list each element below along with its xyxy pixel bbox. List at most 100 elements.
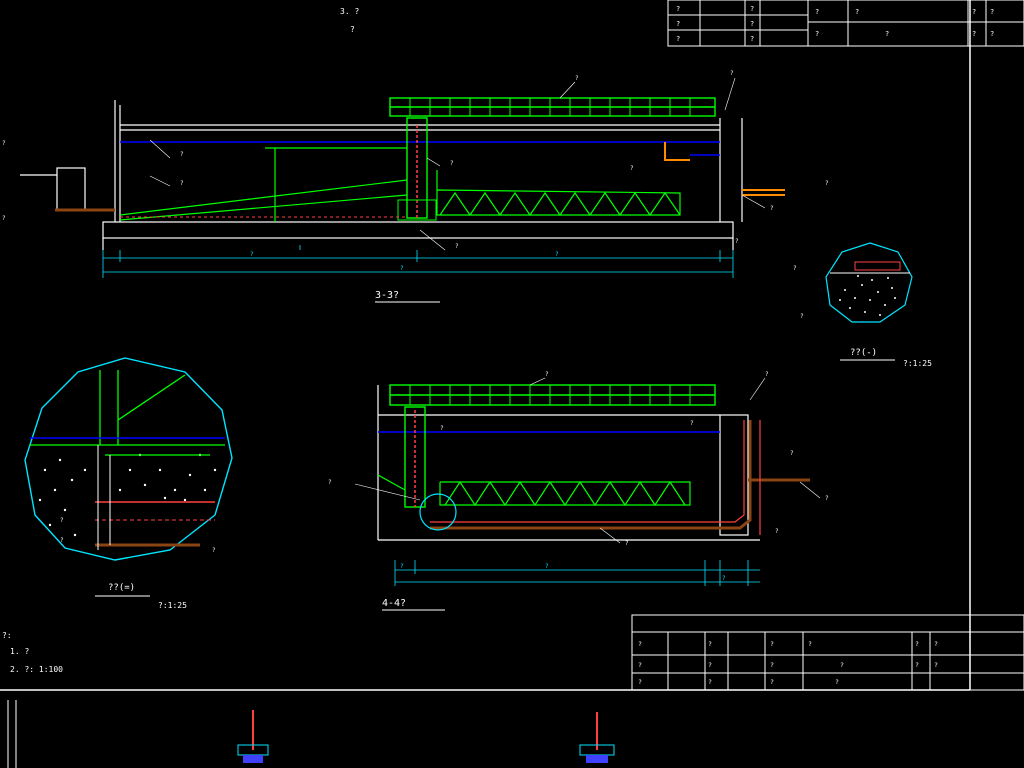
title-block-top-project-label: ? <box>815 8 819 16</box>
label-section_3-labels-11: ? <box>735 238 739 245</box>
label-section_4-dims-2: ? <box>722 575 726 582</box>
drawing-frame <box>0 0 971 768</box>
title-block-top-row1-label: ? <box>676 5 680 13</box>
label-section_4-labels-1: ? <box>765 371 769 378</box>
label-title_block_bottom-rows-1-0: ? <box>638 661 642 669</box>
label-detail_2-labels-2: ? <box>212 547 216 554</box>
bottom-note-1: 1. ? <box>10 647 29 656</box>
dim-3-right: ? <box>555 251 559 258</box>
label-title_block_bottom-rows-2-1: ? <box>708 678 712 686</box>
walkway-truss-4 <box>389 384 716 406</box>
leaders-3 <box>149 77 766 251</box>
tank-outline-4 <box>377 385 760 541</box>
scraper-arm-4 <box>377 474 691 507</box>
dim-3-total: ? <box>400 265 404 272</box>
title-block-top-drawing-name: ? <box>885 30 889 38</box>
title-block-bottom <box>631 614 1024 691</box>
label-section_4-dims-1: ? <box>545 563 549 570</box>
label-section_3-labels-6: ? <box>630 165 634 172</box>
label-section_4-labels-6: ? <box>625 540 629 547</box>
section-4-labels: ? ? ? ? ? ? ? ? ? <box>328 371 829 547</box>
label-section_4-labels-7: ? <box>775 528 779 535</box>
label-title_block_bottom-rows-0-1: ? <box>708 640 712 648</box>
water-level-3 <box>120 141 720 156</box>
title-block-top-row2-label: ? <box>676 20 680 28</box>
label-section_4-labels-0: ? <box>545 371 549 378</box>
section-4-4: ? ? ? ? ? ? ? ? ? ? ? ? 4-4? <box>328 371 829 611</box>
label-section_3-labels-8: ? <box>825 180 829 187</box>
dimension-lines-4 <box>394 560 760 586</box>
title-block-top-row3-label: ? <box>676 35 680 43</box>
title-block-top-code-value-2: ? <box>990 30 994 38</box>
label-section_3-labels-5: ? <box>450 160 454 167</box>
title-block-top-text: ? ? ? ? ? ? ? ? ? ? ? ? ? ? <box>676 5 994 43</box>
label-title_block_bottom-rows-0-0: ? <box>638 640 642 648</box>
label-section_3-labels-0: ? <box>575 75 579 82</box>
detail-callout-circle <box>419 493 457 531</box>
label-section_3-labels-3: ? <box>180 151 184 158</box>
bottom-note-heading: ?: <box>2 631 12 640</box>
dimension-text-4: ? ? ? <box>400 563 726 582</box>
adjacent-sheet-fragment <box>237 710 615 763</box>
section-3-title: 3-3? <box>375 290 399 301</box>
section-3-labels: ? ? ? ? ? ? ? ? ? ? ? ? <box>2 70 829 250</box>
label-title_block_bottom-drawing_label: ? <box>770 661 774 669</box>
label-detail_1-labels-1: ? <box>800 313 804 320</box>
label-section_3-labels-1: ? <box>730 70 734 77</box>
detail-2: ? ? ? ??(=) ?:1:25 <box>24 357 233 610</box>
sludge-pipe-4 <box>430 420 810 530</box>
label-title_block_bottom-rows-2-0: ? <box>638 678 642 686</box>
outlet-pipe-3 <box>664 142 785 196</box>
dimension-lines-3 <box>102 245 734 278</box>
title-block-top-row2-value: ? <box>750 20 754 28</box>
label-section_4-labels-2: ? <box>440 425 444 432</box>
detail-2-scale: ?:1:25 <box>158 601 187 610</box>
title-block-top-drawing-label: ? <box>815 30 819 38</box>
label-title_block_bottom-project_label: ? <box>770 640 774 648</box>
label-section_4-labels-8: ? <box>690 420 694 427</box>
label-section_4-dims-0: ? <box>400 563 404 570</box>
title-block-top-code-label-2: ? <box>972 30 976 38</box>
title-block-top-project-name: ? <box>855 8 859 16</box>
label-title_block_bottom-code_value_1: ? <box>934 640 938 648</box>
dimension-text-3: ? ? ? <box>250 251 559 272</box>
label-section_4-labels-3: ? <box>328 479 332 486</box>
leaders-4 <box>354 377 821 544</box>
detail-2-title: ??(=) <box>108 583 135 593</box>
label-title_block_bottom-project_name: ? <box>808 640 812 648</box>
title-block-top-row3-value: ? <box>750 35 754 43</box>
label-title_block_bottom-rows-1-1: ? <box>708 661 712 669</box>
tank-outline-3 <box>20 100 743 250</box>
label-section_4-labels-4: ? <box>790 450 794 457</box>
title-block-bottom-text: ? ? ? ? ? ? ? ? ? ? ? ? ? ? ? ? <box>638 640 938 686</box>
title-block-top-code-label-1: ? <box>972 8 976 16</box>
title-block-top-code-value-1: ? <box>990 8 994 16</box>
detail-1-scale: ?:1:25 <box>903 359 932 368</box>
label-section_3-labels-4: ? <box>180 180 184 187</box>
label-title_block_bottom-sheet_label: ? <box>770 678 774 686</box>
label-title_block_bottom-drawing_name: ? <box>840 661 844 669</box>
label-detail_2-labels-0: ? <box>60 517 64 524</box>
top-notes: 3. ? ? <box>340 7 359 34</box>
label-section_3-labels-2: ? <box>2 140 6 147</box>
label-title_block_bottom-code_value_2: ? <box>934 661 938 669</box>
section-4-title: 4-4? <box>382 598 406 609</box>
label-section_4-labels-5: ? <box>825 495 829 502</box>
label-detail_1-labels-0: ? <box>793 265 797 272</box>
top-note-line-1: 3. ? <box>340 7 359 16</box>
sludge-pipe-outline-4 <box>430 420 761 535</box>
label-section_3-labels-9: ? <box>2 215 6 222</box>
label-title_block_bottom-sheet_value: ? <box>835 678 839 686</box>
gravel-fill-1 <box>839 275 896 316</box>
bottom-notes: ?: 1. ? 2. ?: 1:100 <box>2 631 63 674</box>
section-3-3: ? ? ? ? ? ? ? ? ? ? ? ? ? ? ? 3-3 <box>2 70 829 303</box>
walkway-truss-3 <box>389 97 716 117</box>
gravel-fill-2 <box>38 453 217 537</box>
scraper-arm-3 <box>119 147 681 222</box>
label-title_block_bottom-code_label_2: ? <box>915 661 919 669</box>
bottom-note-2: 2. ?: 1:100 <box>10 665 63 674</box>
label-section_3-labels-10: ? <box>455 243 459 250</box>
label-section_3-labels-7: ? <box>770 205 774 212</box>
